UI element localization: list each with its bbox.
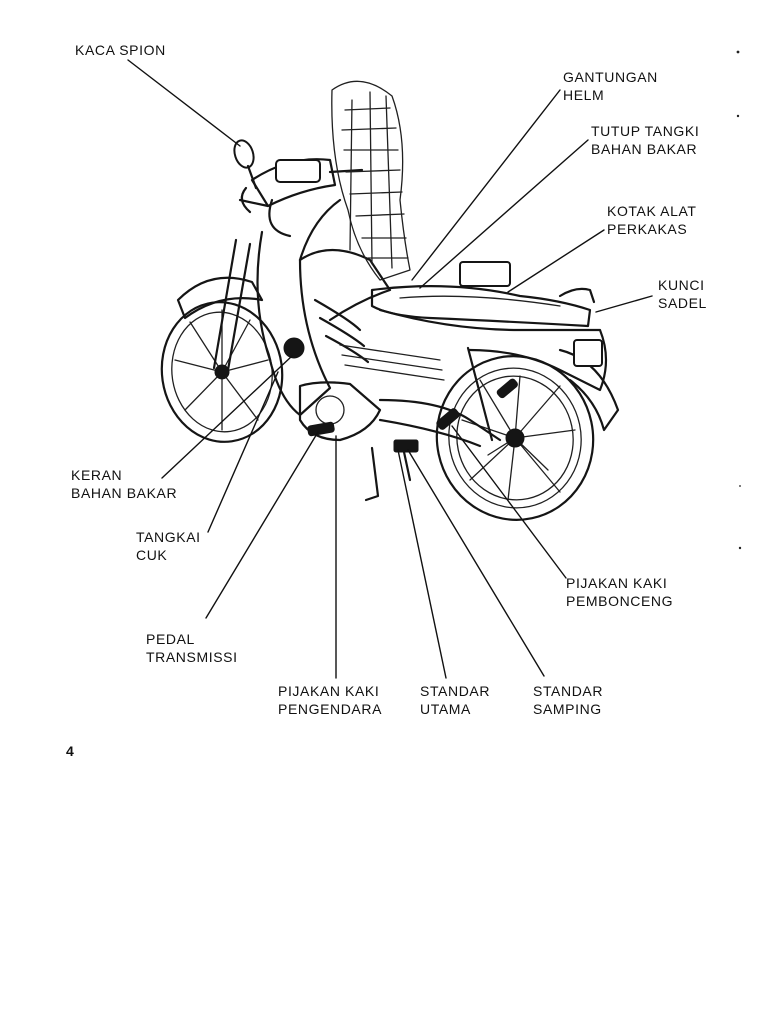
leader-seat-lock <box>595 295 653 313</box>
label-mirror: KACA SPION <box>75 42 166 58</box>
page-number: 4 <box>66 743 74 759</box>
front-wheel <box>160 276 284 443</box>
leader-main-stand <box>397 449 447 679</box>
leader-lines <box>127 59 653 679</box>
label-choke-lever: TANGKAI CUK <box>136 529 201 563</box>
label-fuel-cap: TUTUP TANGKI BAHAN BAKAR <box>591 123 700 157</box>
leader-passenger-footpeg <box>451 425 567 579</box>
fuel-valve-knob <box>283 337 305 359</box>
label-main-stand: STANDAR UTAMA <box>420 683 491 717</box>
stands <box>364 439 419 502</box>
label-tool-box: KOTAK ALAT PERKAKAS <box>607 203 697 237</box>
front-fork <box>212 238 252 372</box>
front-body <box>256 198 445 417</box>
rear-body <box>378 308 620 442</box>
leader-side-stand <box>407 449 545 677</box>
leader-helmet-hook <box>411 89 561 281</box>
rear-wheel <box>435 355 595 521</box>
scan-specks <box>736 50 742 550</box>
passenger-footpeg-rear <box>496 378 518 399</box>
handlebar <box>238 158 364 238</box>
mirror <box>233 139 258 190</box>
label-passenger-footpeg: PIJAKAN KAKI PEMBONCENG <box>566 575 674 609</box>
leader-shift-pedal <box>205 431 319 619</box>
label-side-stand: STANDAR SAMPING <box>533 683 604 717</box>
leader-mirror <box>127 59 241 147</box>
leader-fuel-cap <box>419 139 589 289</box>
label-fuel-valve: KERAN BAHAN BAKAR <box>71 467 178 501</box>
helmet-hook-area <box>331 80 411 281</box>
rider-footpeg <box>307 421 335 437</box>
leader-fuel-valve <box>161 355 293 479</box>
label-shift-pedal: PEDAL TRANSMISSI <box>146 631 238 665</box>
label-seat-lock: KUNCI SADEL <box>658 277 707 311</box>
leader-tool-box <box>507 229 605 293</box>
engine <box>298 381 502 448</box>
label-rider-footpeg: PIJAKAN KAKI PENGENDARA <box>278 683 383 717</box>
label-helmet-hook: GANTUNGAN HELM <box>563 69 658 103</box>
passenger-footpeg <box>436 408 460 430</box>
leader-choke <box>207 371 279 533</box>
seat <box>370 261 596 328</box>
